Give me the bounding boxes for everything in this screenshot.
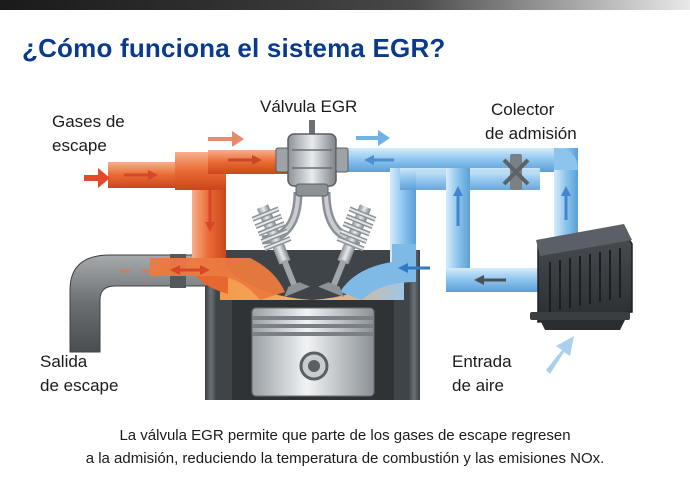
label-egr-valve: Válvula EGR [260,97,358,116]
label-exhaust-gases-line1: Gases de [52,112,125,131]
caption-line2: a la admisión, reduciendo la temperatura… [85,450,605,467]
air-filter-box [530,224,633,330]
label-air-inlet-line1: Entrada [452,352,512,371]
combustion-chamber [220,262,404,300]
egr-to-intake-arrow-icon [356,130,390,146]
exhaust-inlet-arrow-icon [84,168,110,188]
label-exhaust-outlet-line2: de escape [40,376,119,395]
exhaust-flow-arrows [84,131,262,275]
caption-line1: La válvula EGR permite que parte de los … [119,427,571,444]
label-air-inlet: Entrada de aire [452,350,512,398]
egr-valve [275,120,349,197]
piston [251,307,375,397]
label-intake-manifold-line1: Colector [491,100,555,119]
label-intake-manifold-line2: de admisión [485,124,577,143]
intake-flow-arrows [356,130,574,374]
exhaust-to-egr-arrow-icon [208,131,244,147]
intake-valve [318,204,377,298]
label-air-inlet-line2: de aire [452,376,504,395]
label-intake-manifold: Colector de admisión [485,98,577,146]
exhaust-valve [251,204,310,298]
label-exhaust-gases: Gases de escape [52,110,125,158]
label-exhaust-outlet: Salida de escape [40,350,118,398]
top-photo-strip [0,0,690,10]
caption: La válvula EGR permite que parte de los … [0,424,690,470]
label-exhaust-outlet-line1: Salida [40,352,88,371]
throttle-body [502,154,530,190]
label-exhaust-gases-line2: escape [52,136,107,155]
air-inlet-arrow-icon [546,336,574,374]
page-title: ¿Cómo funciona el sistema EGR? [22,33,446,63]
